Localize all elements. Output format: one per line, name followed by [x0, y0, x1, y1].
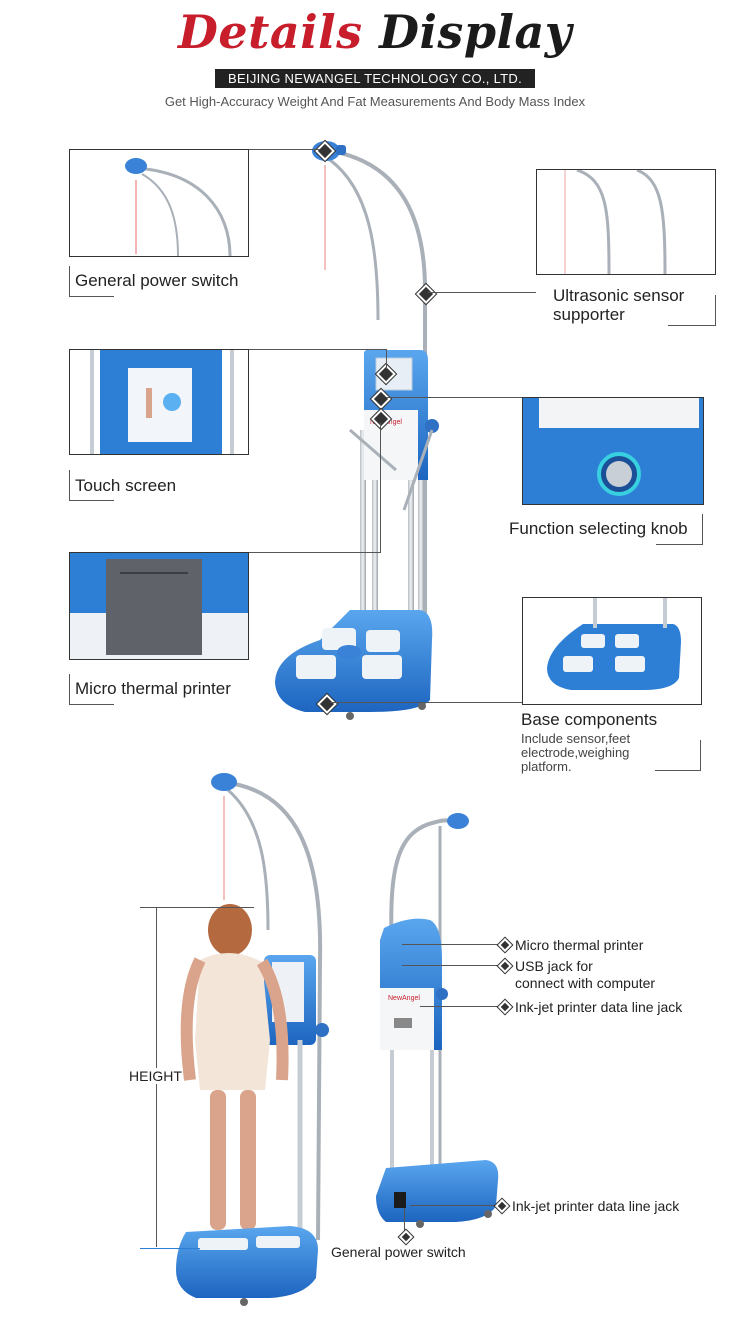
connector-line [236, 552, 381, 553]
thumb-touch-screen [69, 349, 249, 455]
label-base-components: Base components [521, 710, 658, 729]
label-base-desc-3: platform. [521, 759, 572, 774]
thumb-ultrasonic [536, 169, 716, 275]
thumb-function-knob [522, 397, 704, 505]
label-function-knob: Function selecting knob [509, 519, 688, 538]
thumb-micro-printer [69, 552, 249, 660]
title-word-display: Display [379, 5, 572, 59]
label-bracket [69, 266, 70, 296]
connector-line [236, 349, 386, 350]
label-bracket [69, 704, 114, 705]
label-bracket [700, 740, 701, 770]
subtitle: Get High-Accuracy Weight And Fat Measure… [164, 94, 586, 109]
connector-line [330, 702, 522, 703]
connector-line [386, 349, 387, 369]
height-top-line [140, 907, 254, 908]
label-bracket [69, 296, 114, 297]
svg-text:NewAngel: NewAngel [388, 995, 420, 1002]
label-base-desc-2: electrode,weighing [521, 745, 630, 760]
label-touch-screen: Touch screen [75, 476, 177, 495]
thumb-power-switch [69, 149, 249, 257]
label-base-desc-1: Include sensor,feet [521, 731, 631, 746]
connector-line [380, 422, 381, 552]
label-bracket [69, 674, 70, 704]
label-bracket [656, 544, 703, 545]
label-bracket [655, 770, 701, 771]
connector-line [402, 965, 502, 966]
connector-line [386, 397, 522, 398]
label-bracket [715, 295, 716, 325]
page-title: Details Display [0, 4, 750, 60]
label-general-power-switch: General power switch [75, 271, 239, 290]
label-micro-printer-lower: Micro thermal printer [515, 937, 644, 953]
connector-line [402, 944, 502, 945]
label-bracket [69, 500, 114, 501]
label-ultrasonic-line2: supporter [553, 305, 625, 324]
label-usb-line1: USB jack for [515, 958, 593, 974]
label-bracket [69, 470, 70, 500]
connector-line [428, 292, 536, 293]
label-power-switch-lower: General power switch [331, 1244, 466, 1260]
label-micro-printer: Micro thermal printer [75, 679, 231, 698]
company-banner: BEIJING NEWANGEL TECHNOLOGY CO., LTD. [215, 69, 535, 88]
label-usb-line2: connect with computer [515, 975, 656, 991]
label-inkjet-jack-1: Ink-jet printer data line jack [515, 999, 683, 1015]
thumb-base [522, 597, 702, 705]
connector-line [404, 1208, 405, 1234]
label-ultrasonic-line1: Ultrasonic sensor [553, 286, 685, 305]
title-word-details: Details [177, 5, 363, 59]
connector-line [410, 1205, 498, 1206]
connector-line [236, 149, 320, 150]
label-height: HEIGHT [128, 1068, 183, 1084]
connector-line [420, 1006, 502, 1007]
height-bottom-line [140, 1248, 200, 1249]
label-inkjet-jack-2: Ink-jet printer data line jack [512, 1198, 680, 1214]
label-bracket [668, 325, 716, 326]
label-bracket [702, 514, 703, 544]
